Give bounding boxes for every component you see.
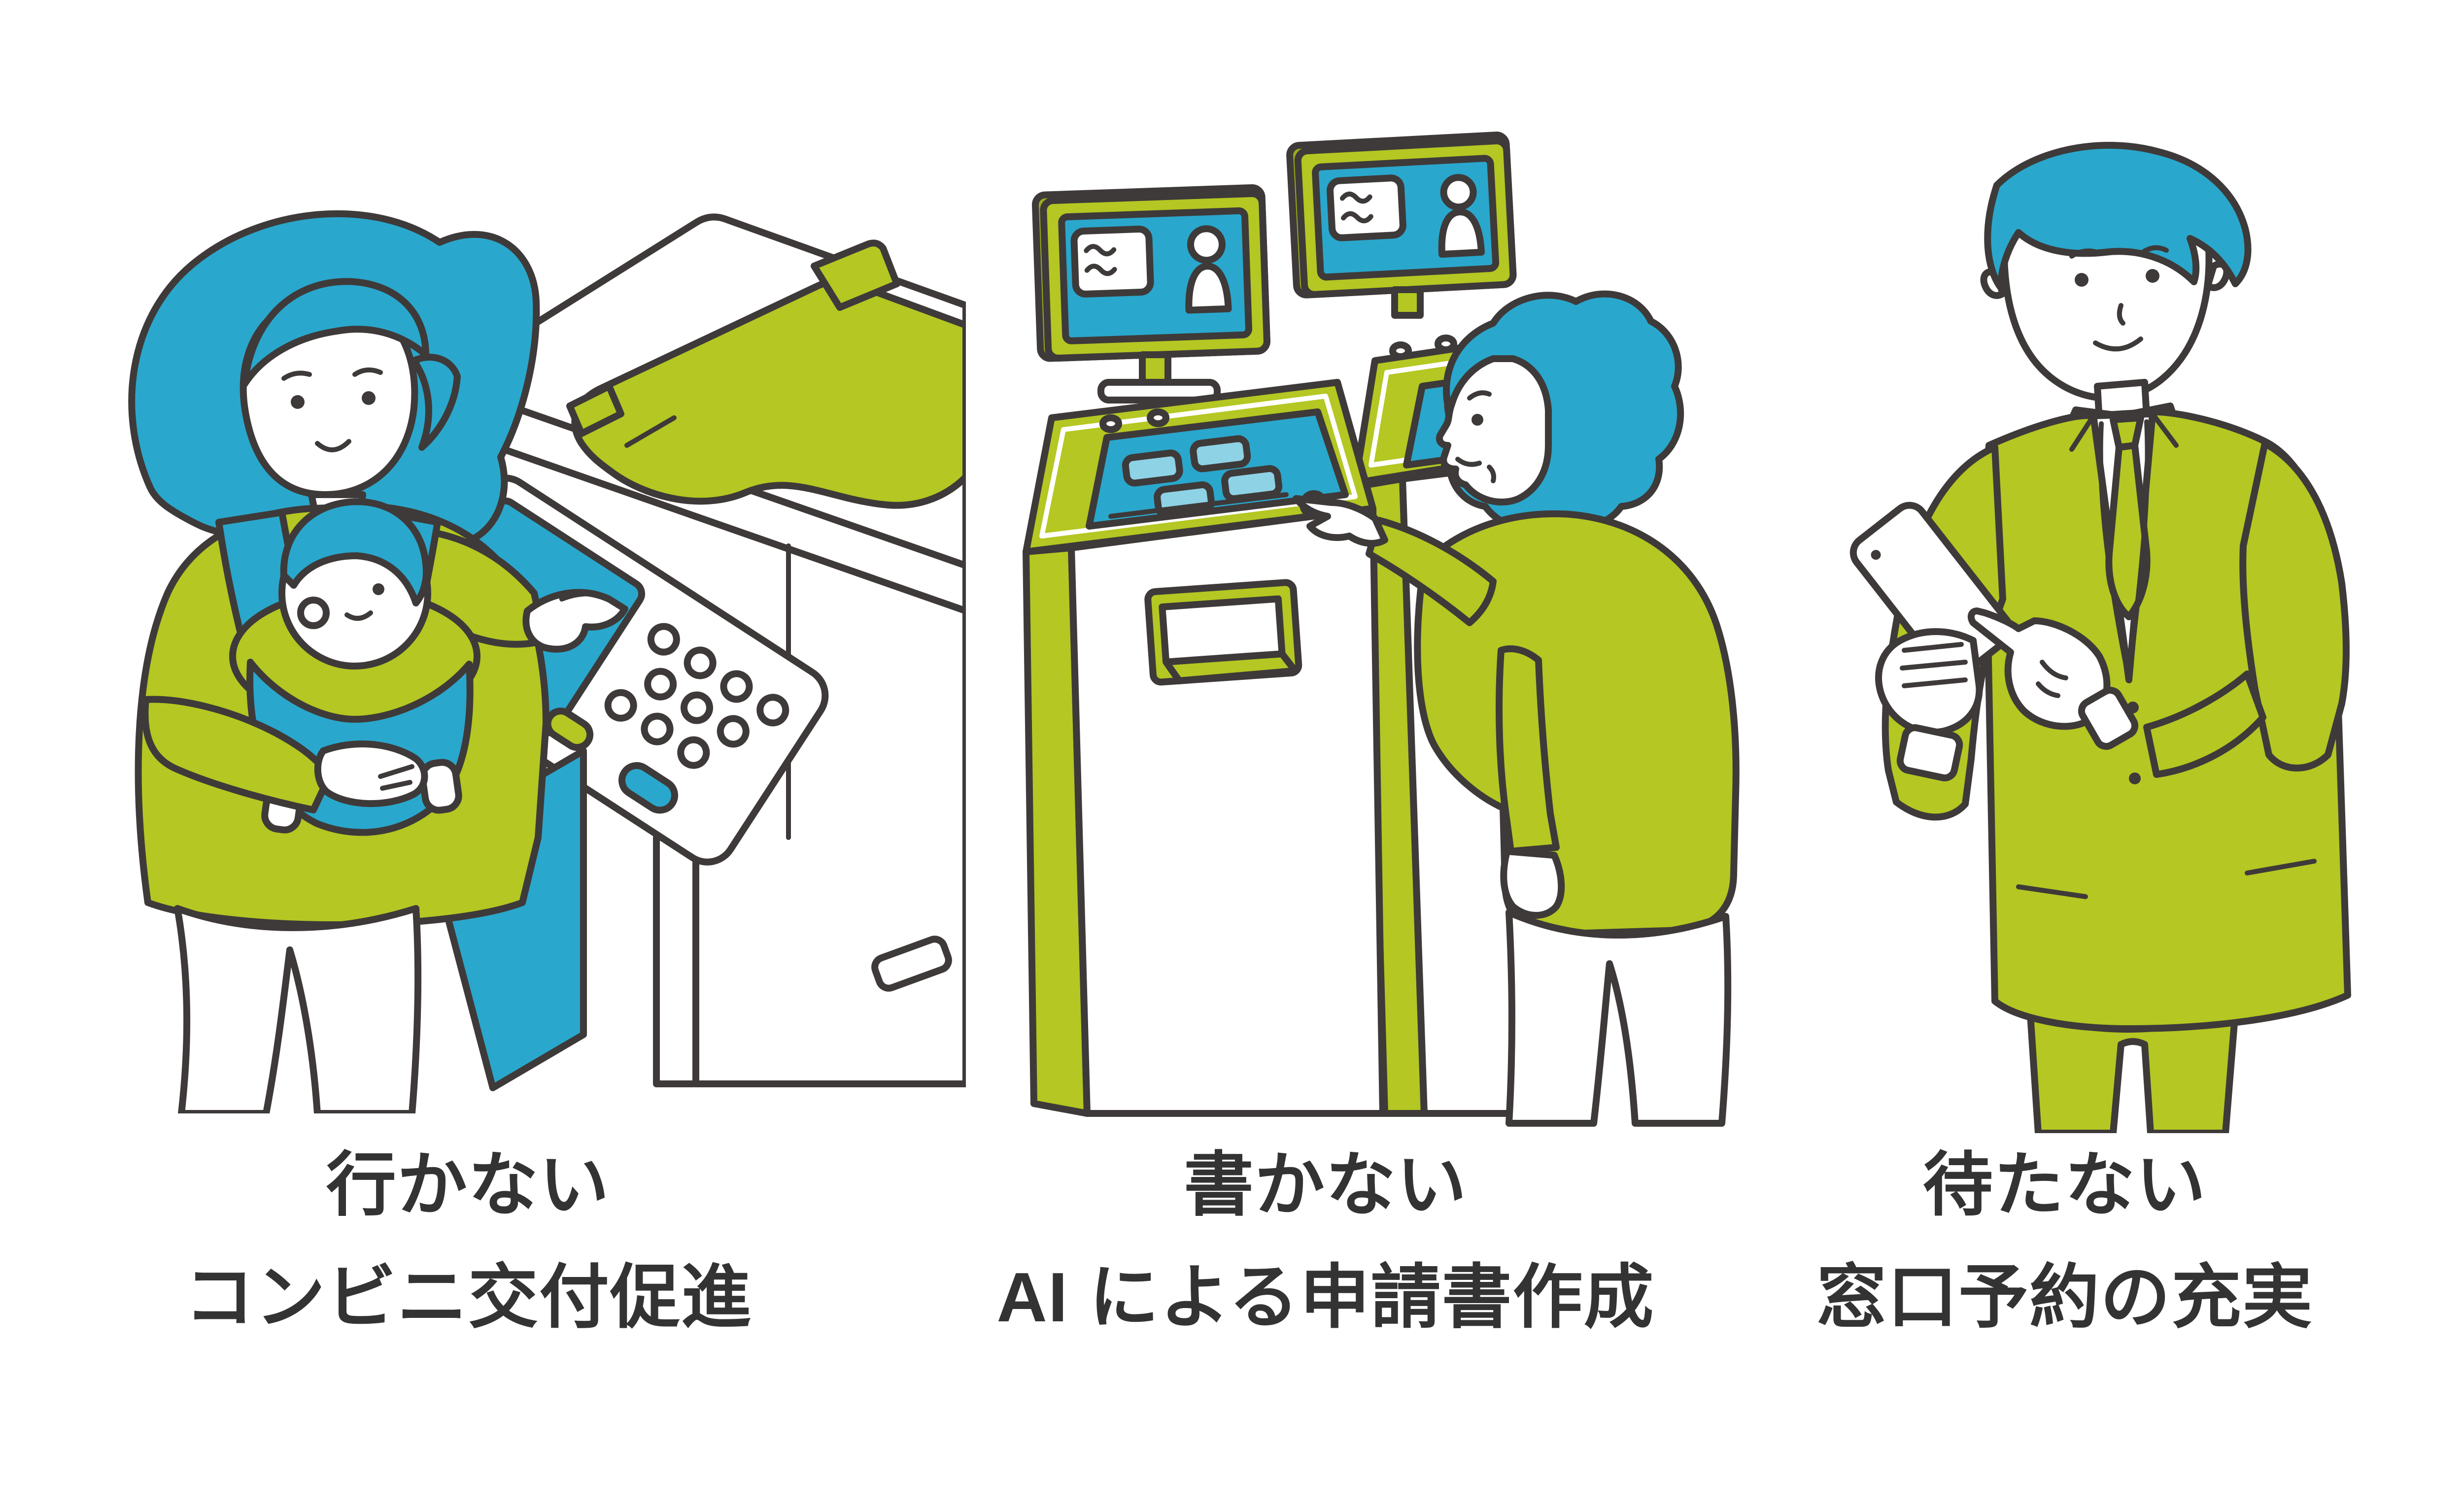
kiosk-left <box>1023 184 1386 1117</box>
baby <box>278 498 431 670</box>
copier-drawer-handle <box>871 936 952 992</box>
woman-hand-touching-screen <box>1293 495 1388 547</box>
caption-reservation-line2: 窓口予約の充実 <box>1816 1258 2313 1337</box>
copier-keypad <box>604 623 789 769</box>
man-hand-pointing <box>1967 607 2111 730</box>
smartphone <box>1849 502 2014 681</box>
illustration-konbini-copier <box>128 210 966 1113</box>
kiosk-output-slot <box>1144 579 1302 686</box>
man-tie <box>2105 414 2151 620</box>
person-icon <box>1185 225 1232 314</box>
copier-output-tray <box>566 239 966 509</box>
woman-cardigan <box>1414 510 1740 938</box>
woman-hand <box>1500 848 1565 919</box>
kiosk-monitor <box>1286 132 1517 299</box>
mother-pants <box>174 905 422 1113</box>
baby-hair <box>280 498 430 606</box>
speech-bubble-icon <box>1070 226 1154 298</box>
caption-konbini-line1: 行かない <box>326 1146 610 1224</box>
mother-hand-supporting-baby <box>314 740 428 807</box>
illustration-smartphone-man <box>1849 141 2351 1133</box>
copier-stop-button <box>618 762 679 814</box>
caption-reservation-line1: 待たない <box>1923 1146 2207 1224</box>
kiosk-monitor <box>1031 184 1270 362</box>
man-figure <box>1849 141 2351 1133</box>
caption-ai-line1: 書かない <box>1184 1146 1468 1224</box>
man-hair <box>1984 141 2252 291</box>
copier-start-button <box>544 707 594 751</box>
elderly-woman-figure <box>1293 290 1740 1127</box>
speech-bubble-icon <box>1327 174 1406 241</box>
caption-reservation: 待たない 窓口予約の充実 <box>1621 1129 2464 1354</box>
caption-konbini-line2: コンビニ交付促進 <box>184 1258 752 1337</box>
woman-pants <box>1506 909 1732 1127</box>
caption-ai: 書かない AI による申請書作成 <box>882 1129 1769 1354</box>
caption-ai-line2: AI による申請書作成 <box>996 1258 1655 1337</box>
caption-konbini: 行かない コンビニ交付促進 <box>25 1129 912 1354</box>
mother-and-baby-figure <box>128 210 628 1113</box>
person-icon <box>1438 174 1485 258</box>
illustration-ai-kiosk <box>1023 132 1740 1127</box>
mother-hand-touching-screen <box>522 589 628 653</box>
